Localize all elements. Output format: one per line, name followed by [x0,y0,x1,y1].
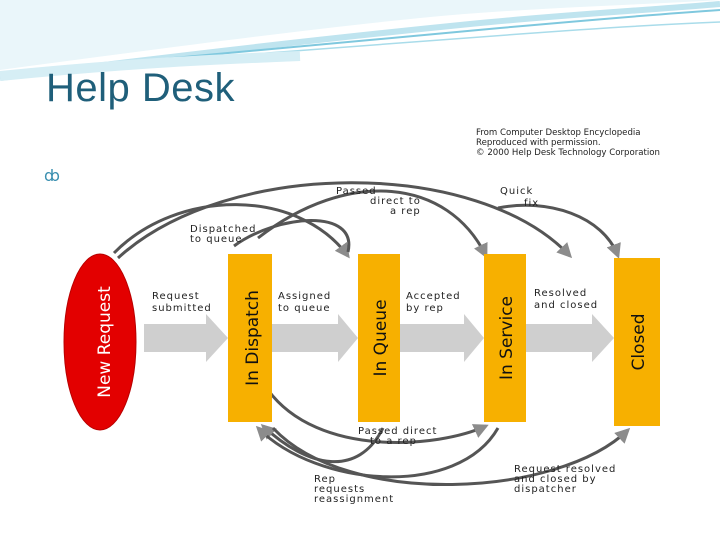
state-new-request [63,253,137,431]
state-closed [614,258,660,426]
arrow-request-submitted [144,314,228,362]
label-request-resolved-2: and closed by [514,474,597,485]
curve-service-to-dispatch-reassign [255,425,500,479]
credit-line-2: Reproduced with permission. [476,138,601,148]
label-assigned-to-queue-1: Assigned [278,291,331,302]
label-accepted-by-rep-2: by rep [406,303,444,314]
curve-dispatch-to-queue [233,219,351,253]
label-closed: Closed [629,313,649,370]
label-request-submitted-2: submitted [152,303,212,314]
label-in-queue: In Queue [371,299,391,376]
curve-service-to-closed [497,203,621,259]
state-in-dispatch [228,254,272,422]
label-resolved-and-closed-2: and closed [534,300,598,311]
curve-dispatch-to-service-bottom [266,389,489,444]
label-assigned-to-queue-2: to queue [278,303,331,314]
label-passed-direct-top-3: a rep [390,206,421,217]
label-rep-reassignment-3: reassignment [314,494,394,505]
credit-line-3: © 2000 Help Desk Technology Corporation [476,148,660,158]
label-request-resolved-3: dispatcher [514,484,577,495]
state-in-queue [358,254,400,422]
copyright-credit: From Computer Desktop Encyclopedia Repro… [476,128,660,158]
bullet-marker: ȸ [44,166,60,185]
label-rep-reassignment-2: requests [314,484,365,495]
credit-line-1: From Computer Desktop Encyclopedia [476,128,641,138]
curve-queue-to-dispatch-reassign [260,423,385,464]
curve-new-to-service-quick-fix [116,181,573,260]
help-desk-flow-diagram: New Request In Dispatch In Queue In Serv… [63,181,660,505]
label-rep-reassignment-1: Rep [314,474,336,485]
curve-new-to-queue-passed-direct [112,203,350,259]
label-passed-direct-bottom-2: to a rep [370,436,417,447]
label-request-submitted-1: Request [152,291,200,302]
label-passed-direct-bottom-1: Passed direct [358,426,437,437]
label-quick-fix-1: Quick [500,186,533,197]
label-resolved-and-closed-1: Resolved [534,288,587,299]
curve-dispatch-to-closed [271,426,631,487]
label-new-request: New Request [95,286,115,398]
state-in-service [484,254,526,422]
arrow-accepted-by-rep [400,314,484,362]
curve-dispatch-to-service [257,189,488,259]
arrow-assigned-to-queue [272,314,358,362]
label-request-resolved-1: Request resolved [514,464,616,475]
label-accepted-by-rep-1: Accepted [406,291,461,302]
arrow-resolved-and-closed [524,314,614,362]
label-dispatched-to-queue-1: Dispatched [190,224,256,235]
label-in-dispatch: In Dispatch [243,290,263,386]
header-wave-decoration [0,0,720,81]
label-passed-direct-top-1: Passed [336,186,377,197]
slide-title: Help Desk [46,66,236,110]
label-dispatched-to-queue-2: to queue [190,234,243,245]
label-in-service: In Service [497,296,517,380]
label-passed-direct-top-2: direct to [370,196,421,207]
label-quick-fix-2: fix [524,198,539,209]
